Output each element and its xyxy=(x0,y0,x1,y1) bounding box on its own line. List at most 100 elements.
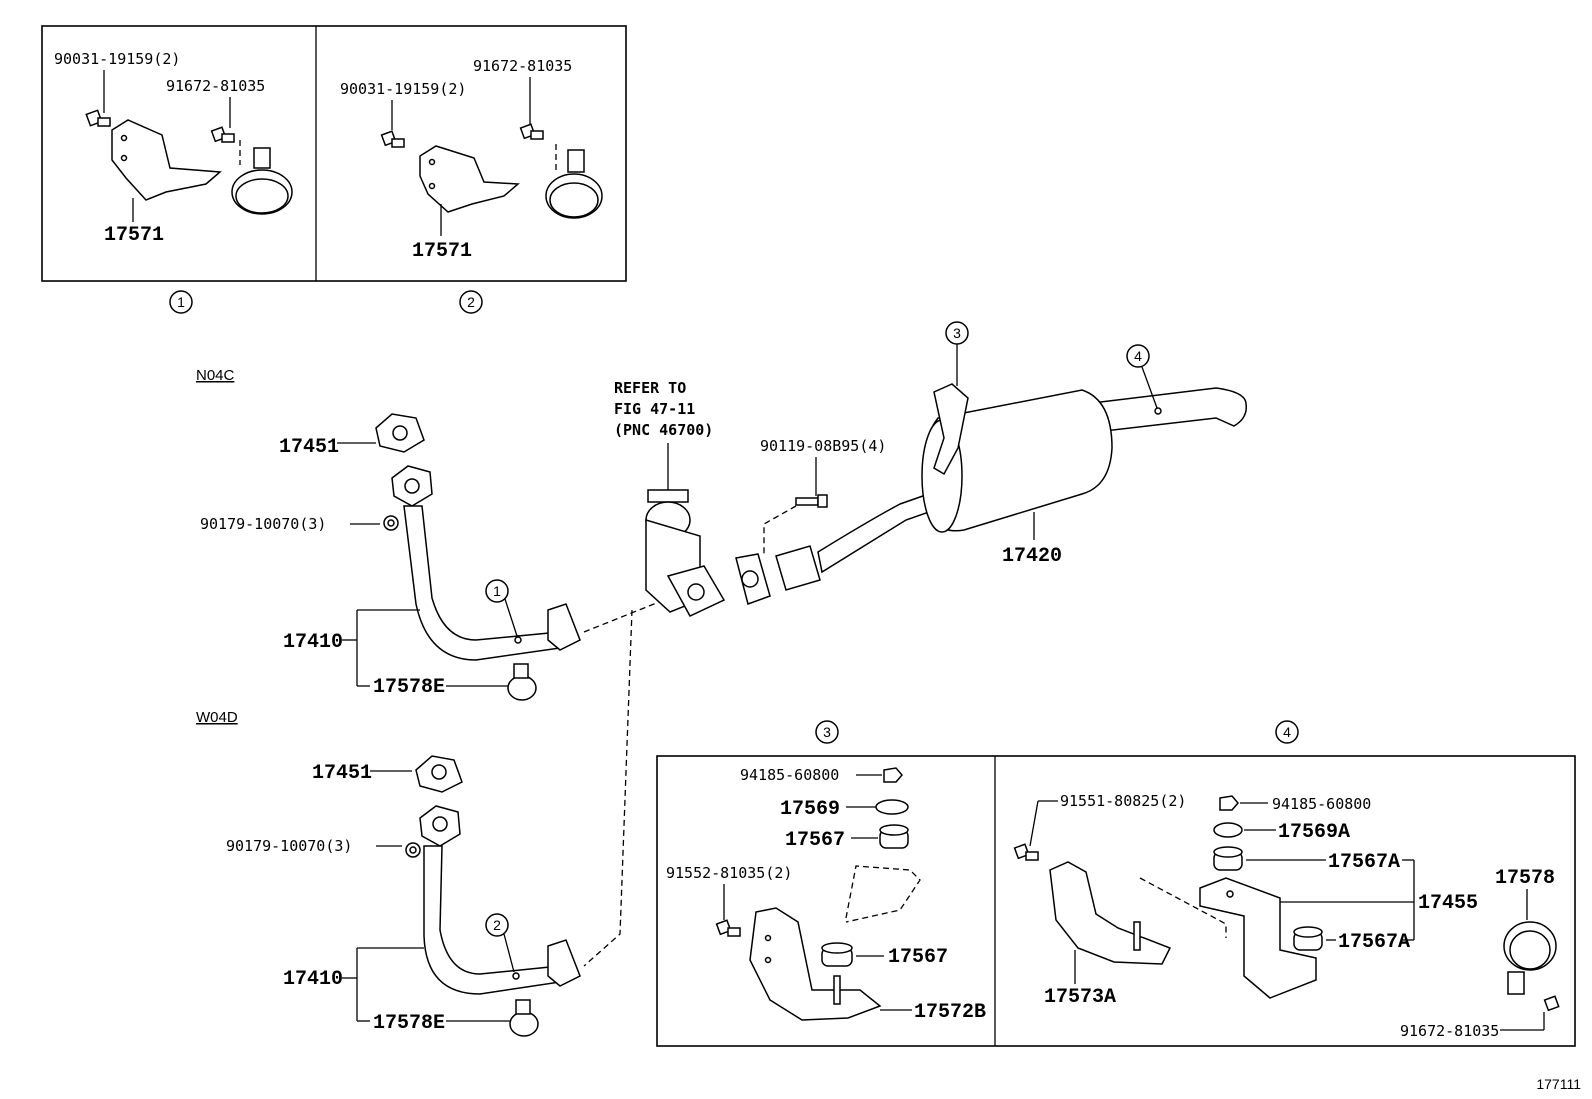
svg-text:1: 1 xyxy=(493,583,501,599)
label-box4-clamp-bolt: 91672-81035 xyxy=(1400,1022,1499,1040)
bolt-icon xyxy=(85,109,111,127)
label-box3-nut: 94185-60800 xyxy=(740,766,839,784)
label-box2-bolt: 90031-19159(2) xyxy=(340,80,466,98)
nut-icon xyxy=(383,515,399,531)
connection-line xyxy=(583,609,633,967)
label-box3-bracket: 17572B xyxy=(914,1001,986,1024)
label-box4-nut: 94185-60800 xyxy=(1272,795,1371,813)
pipe-clamp xyxy=(1503,921,1557,995)
nut-icon xyxy=(1219,795,1239,811)
svg-text:2: 2 xyxy=(467,294,475,310)
inset-box-frame xyxy=(41,25,627,282)
front-pipe-w04d: 17451 2 90179-10070(3) 17410 17578E xyxy=(226,755,581,1037)
label-clamp-top: 17578E xyxy=(373,676,445,699)
label-pipe-top: 17410 xyxy=(283,631,343,654)
connection-line xyxy=(583,599,665,633)
front-exhaust-pipe xyxy=(403,505,561,661)
bolt-icon xyxy=(380,130,405,148)
callout-1: 1 xyxy=(169,290,193,314)
rubber-cushion xyxy=(879,824,909,849)
nut-icon xyxy=(405,842,421,858)
muffler-assembly xyxy=(735,383,1247,605)
svg-text:3: 3 xyxy=(953,325,961,341)
pipe-clamp xyxy=(507,663,537,701)
label-box4-bolt: 91551-80825(2) xyxy=(1060,792,1186,810)
washer-icon xyxy=(875,799,909,815)
pipe-clamp xyxy=(509,999,539,1037)
muffler-bracket xyxy=(749,907,882,1021)
callout-3: 3 xyxy=(815,720,839,744)
muffler-hanger xyxy=(933,383,969,476)
callout-4: 4 xyxy=(1275,720,1299,744)
svg-text:4: 4 xyxy=(1283,724,1291,740)
muffler-support xyxy=(1199,877,1317,999)
label-box4-cushion-top: 17567A xyxy=(1328,851,1400,874)
inset-box-frame xyxy=(656,755,1576,1047)
label-nut-top: 90179-10070(3) xyxy=(200,515,326,533)
label-box4-support: 17455 xyxy=(1418,892,1478,915)
callout-1 xyxy=(485,579,509,603)
callout-4: 4 xyxy=(1126,344,1150,368)
exhaust-bracket xyxy=(111,119,222,201)
engine-label-n04c: N04C xyxy=(196,367,235,384)
connection-line xyxy=(1139,877,1227,938)
rubber-cushion xyxy=(1293,926,1323,951)
muffler-bracket xyxy=(1049,861,1172,965)
label-box1-clamp-bolt: 91672-81035 xyxy=(166,77,265,95)
svg-text:1: 1 xyxy=(177,294,185,310)
nut-icon xyxy=(883,767,903,783)
inset-box-1: 90031-19159(2) 91672-81035 17571 xyxy=(54,50,293,247)
connection-line xyxy=(763,505,797,556)
pipe-clamp xyxy=(545,144,603,219)
bolt-icon xyxy=(210,126,235,143)
callout-2 xyxy=(485,913,509,937)
rubber-cushion xyxy=(1213,846,1243,871)
hanger-outline xyxy=(845,865,921,923)
refer-line-2: FIG 47-11 xyxy=(614,400,695,418)
svg-text:2: 2 xyxy=(493,917,501,933)
label-box3-bolt: 91552-81035(2) xyxy=(666,864,792,882)
label-bolt-center: 90119-08B95(4) xyxy=(760,437,886,455)
label-gasket-top: 17451 xyxy=(279,436,339,459)
inset-box-4: 91551-80825(2) 94185-60800 17569A 17567A… xyxy=(1013,792,1560,1040)
bolt-icon xyxy=(1543,995,1560,1012)
svg-text:3: 3 xyxy=(823,724,831,740)
label-box1-bolt: 90031-19159(2) xyxy=(54,50,180,68)
engine-label-w04d: W04D xyxy=(196,709,238,726)
label-box3-cushion-top: 17567 xyxy=(785,829,845,852)
callout-3: 3 xyxy=(945,321,969,345)
label-box3-cushion-bottom: 17567 xyxy=(888,946,948,969)
label-gasket-bottom: 17451 xyxy=(312,762,372,785)
label-nut-bottom: 90179-10070(3) xyxy=(226,837,352,855)
label-pipe-bottom: 17410 xyxy=(283,968,343,991)
label-box4-clamp: 17578 xyxy=(1495,867,1555,890)
rubber-cushion xyxy=(821,942,853,967)
callout-2: 2 xyxy=(459,290,483,314)
inset-box-3: 94185-60800 17569 17567 91552-81035(2) 1 xyxy=(666,766,986,1024)
refer-line-1: REFER TO xyxy=(614,379,686,397)
label-box4-washer: 17569A xyxy=(1278,821,1350,844)
inset-box-2: 90031-19159(2) 91672-81035 17571 xyxy=(340,57,603,263)
bolt-icon xyxy=(795,494,828,508)
front-pipe-n04c: 17451 1 90179-10070(3) 17410 17578E xyxy=(200,413,581,701)
bolt-icon xyxy=(715,919,741,937)
label-box4-bracket: 17573A xyxy=(1044,986,1116,1009)
label-box2-bracket: 17571 xyxy=(412,240,472,263)
label-clamp-bottom: 17578E xyxy=(373,1012,445,1035)
refer-note: REFER TO FIG 47-11 (PNC 46700) xyxy=(614,379,713,439)
label-muffler: 17420 xyxy=(1002,545,1062,568)
washer-icon xyxy=(1213,822,1243,838)
label-box4-cushion-bottom: 17567A xyxy=(1338,931,1410,954)
catalytic-converter xyxy=(645,489,726,617)
tail-pipe-end xyxy=(1082,387,1247,433)
label-box2-clamp-bolt: 91672-81035 xyxy=(473,57,572,75)
label-box3-washer: 17569 xyxy=(780,798,840,821)
refer-line-3: (PNC 46700) xyxy=(614,421,713,439)
exhaust-bracket xyxy=(419,145,520,213)
svg-text:4: 4 xyxy=(1134,348,1142,364)
pipe-clamp xyxy=(231,140,293,215)
bolt-icon xyxy=(519,123,544,140)
label-box1-bracket: 17571 xyxy=(104,224,164,247)
figure-number: 177111 xyxy=(1536,1076,1581,1092)
